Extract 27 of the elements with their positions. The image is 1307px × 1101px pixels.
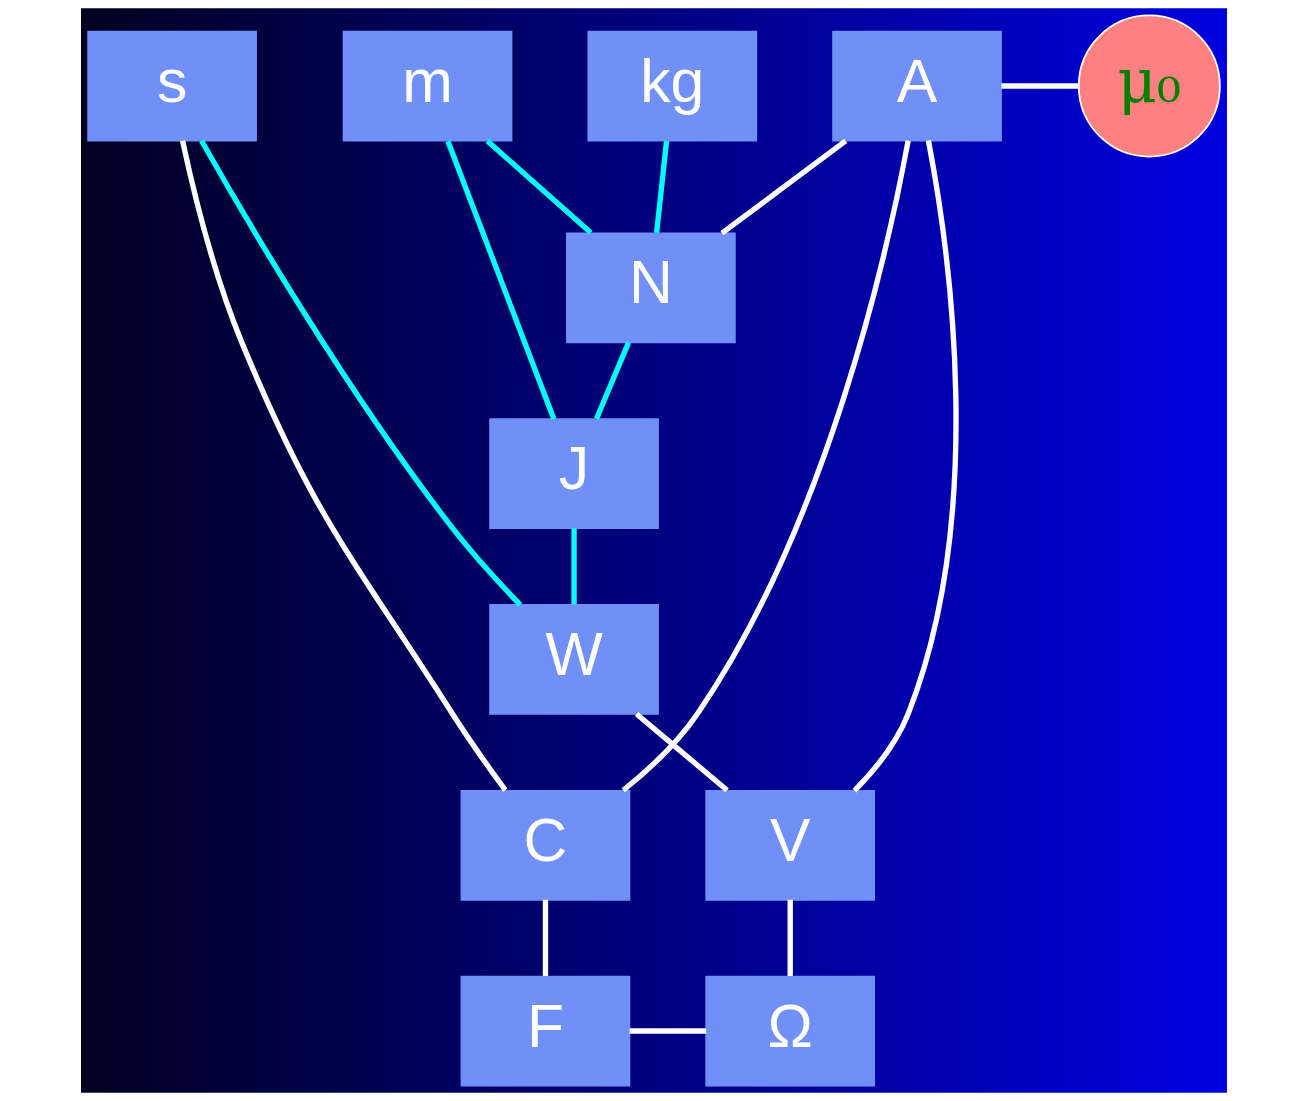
connector (634, 711, 729, 793)
connector (570, 528, 577, 605)
connector (653, 140, 669, 234)
node-circle: μ₀ (1077, 14, 1221, 158)
node-box: V (704, 789, 875, 901)
connector (485, 138, 593, 235)
node-box: C (460, 789, 630, 901)
connector (1000, 83, 1078, 89)
node-box: A (831, 30, 1002, 142)
connector (852, 140, 958, 793)
connector (719, 138, 847, 236)
connector (179, 140, 507, 792)
node-box: N (565, 232, 736, 344)
node-box: kg (586, 30, 757, 142)
node-box: m (342, 30, 512, 142)
node-box: W (488, 604, 659, 715)
connector (542, 899, 548, 977)
connector (787, 899, 793, 977)
connector (629, 1028, 706, 1034)
node-box: s (86, 30, 257, 142)
connector (593, 341, 631, 420)
node-box: J (488, 418, 659, 530)
connector (444, 140, 556, 420)
node-box: F (460, 975, 630, 1087)
connector (198, 139, 522, 607)
connector (621, 140, 911, 793)
node-box: Ω (704, 975, 875, 1087)
